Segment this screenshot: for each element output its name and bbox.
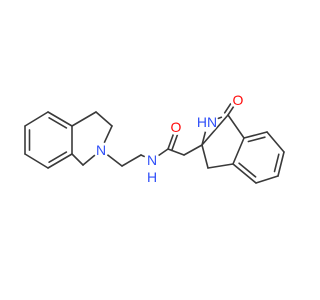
atom-o-amide-label: O [171, 119, 182, 135]
bond-19 [201, 144, 209, 169]
atom-n-amide-label: N [147, 152, 157, 168]
bond-28 [266, 131, 285, 153]
bond-24 [201, 114, 229, 146]
atom-o-lactam-label: O [233, 92, 244, 108]
bond-5-inner [48, 117, 68, 129]
bond-13 [121, 154, 142, 167]
bond-5 [47, 111, 73, 127]
bond-26 [255, 175, 279, 184]
bond-11 [71, 153, 84, 166]
bond-16-second [171, 134, 179, 152]
bond-22 [227, 114, 245, 139]
bond-21 [232, 137, 245, 165]
bond-25-inner [238, 162, 257, 178]
atom-o-amide: O [168, 119, 184, 135]
bond-layer [24, 102, 285, 184]
bond-29-inner [247, 136, 266, 143]
atom-label-layer: N N H O HN O [93, 92, 246, 185]
bond-17 [167, 148, 185, 156]
bond-2 [24, 153, 49, 169]
bond-25 [232, 163, 257, 184]
bond-27 [277, 151, 285, 177]
bond-15 [157, 148, 169, 157]
bond-hn-c9 [201, 129, 207, 146]
bond-10 [82, 154, 96, 166]
bond-12 [106, 154, 123, 167]
atom-h-amide-label: H [147, 169, 157, 185]
bond-23-second [223, 102, 232, 114]
atom-hn-lactam: HN [197, 112, 218, 132]
atom-n-amide: N H [144, 152, 160, 185]
bond-18 [183, 144, 203, 156]
bond-27-inner [273, 153, 280, 173]
bond-3 [47, 153, 73, 169]
atom-hn-lactam-label: HN [197, 114, 217, 130]
atom-n-ring: N [93, 142, 109, 158]
atom-n-ring-label: N [96, 142, 106, 158]
bond-29 [243, 131, 268, 139]
bond-14 [140, 154, 146, 158]
bond-hn-c12 [217, 116, 223, 120]
bond-20 [207, 163, 234, 169]
atom-o-lactam: O [230, 92, 246, 108]
bond-8 [95, 111, 113, 127]
molecule-structure: N N H O HN O [24, 92, 285, 185]
bond-23 [227, 105, 235, 116]
bond-3-inner [48, 151, 68, 163]
bond-16 [167, 132, 175, 150]
bond-6 [24, 111, 49, 127]
bond-9 [103, 125, 113, 144]
bond-7 [71, 111, 97, 127]
